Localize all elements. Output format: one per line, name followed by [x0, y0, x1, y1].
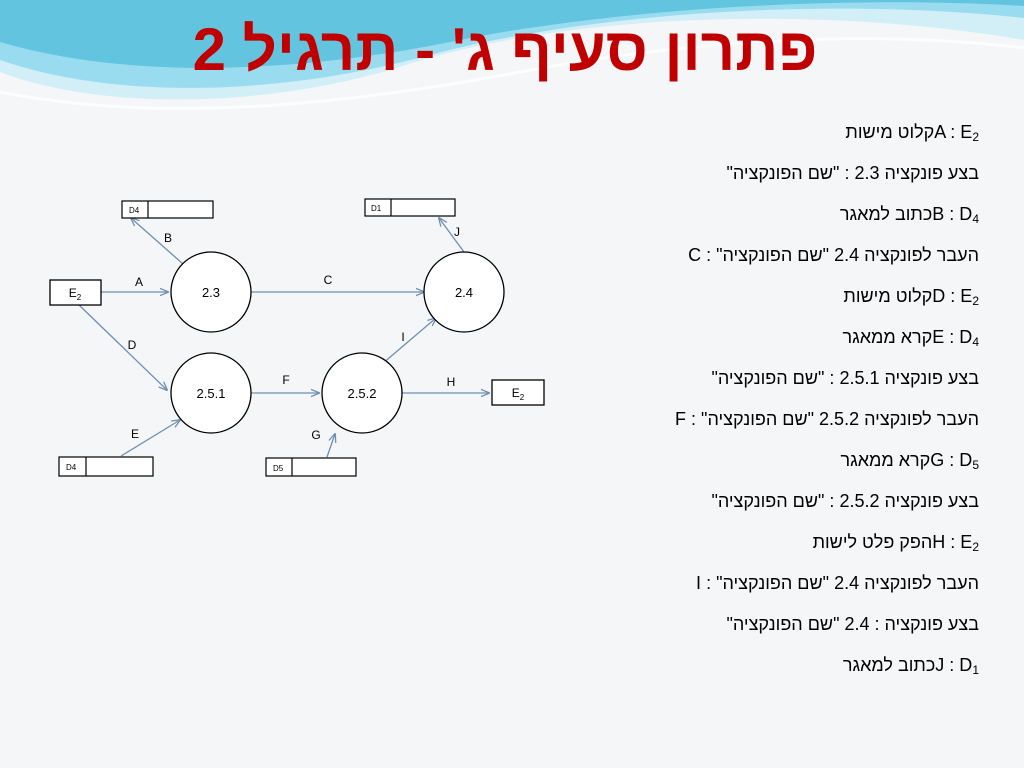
- slide-title: פתרון סעיף ג' - תרגיל 2: [192, 16, 818, 83]
- description-line-func-2-3: בצע פונקציה 2.3 : "שם הפונקציה": [726, 163, 979, 183]
- process-2-4-label: 2.4: [455, 285, 473, 300]
- store-d5-box: [265, 457, 357, 477]
- flow-g-label: G: [311, 428, 320, 442]
- description-line-func-2-5-1: בצע פונקציה 2.5.1 : "שם הפונקציה": [711, 368, 979, 388]
- process-2-4-circle: [423, 251, 505, 333]
- flow-e-label: E: [131, 427, 139, 441]
- description-line-c: העבר לפונקציה 2.4 "שם הפונקציה" : C: [688, 245, 979, 265]
- description-line-b: כתוב למאגר B : D4: [834, 204, 979, 226]
- store-d1-label: D1: [371, 204, 382, 213]
- description-line-func-2-5-2: בצע פונקציה 2.5.2 : "שם הפונקציה": [711, 491, 979, 511]
- process-2-5-1-label: 2.5.1: [197, 386, 226, 401]
- process-2-5-2-circle: [321, 352, 403, 434]
- store-d5-label: D5: [273, 464, 284, 473]
- dfd-diagram: 2.3 2.4 2.5.1 2.5.2 E2 E2 D4 D1 D4 D5 A …: [49, 198, 545, 477]
- flow-d-label: D: [128, 338, 137, 352]
- description-line-j: כתוב למאגר J : D1: [837, 655, 979, 677]
- flow-d-arrow: [78, 304, 167, 390]
- description-line-d: קלוט מישות D : E2: [838, 286, 979, 308]
- description-line-i: העבר לפונקציה 2.4 "שם הפונקציה" : I: [696, 573, 979, 593]
- flow-i-arrow: [381, 318, 436, 365]
- process-2-3-label: 2.3: [202, 285, 220, 300]
- flow-j-arrow: [439, 218, 465, 253]
- flow-b-label: B: [164, 231, 172, 245]
- flow-i-label: I: [401, 330, 404, 344]
- description-line-func-2-4: בצע פונקציה : 2.4 "שם הפונקציה": [726, 614, 979, 634]
- flow-g-arrow: [326, 434, 335, 458]
- store-d4-top-label: D4: [129, 206, 140, 215]
- entity-e2-right-label: E2: [512, 386, 525, 402]
- flow-a-label: A: [135, 275, 143, 289]
- description-line-h: הפק פלט לישות H : E2: [807, 532, 979, 554]
- store-d4-bottom-label: D4: [66, 463, 77, 472]
- flow-e-arrow: [120, 420, 180, 457]
- store-d4-bottom-box: [58, 456, 154, 477]
- process-2-5-1-circle: [170, 352, 252, 434]
- entity-e2-right-box: [491, 379, 545, 406]
- entity-e2-left-box: [49, 279, 102, 306]
- entity-e2-left-label: E2: [69, 286, 82, 302]
- process-2-3-circle: [170, 251, 252, 333]
- store-d4-top-box: [121, 200, 214, 219]
- description-line-f: העבר לפונקציה 2.5.2 "שם הפונקציה" : F: [675, 409, 979, 429]
- flow-f-label: F: [282, 373, 289, 387]
- store-d1-box: [364, 198, 456, 217]
- description-line-e: קרא ממאגר E : D4: [837, 327, 979, 349]
- description-line-g: קרא ממאגר G : D5: [835, 450, 979, 472]
- flow-j-label: J: [454, 225, 460, 239]
- process-2-5-2-label: 2.5.2: [348, 386, 377, 401]
- flow-h-label: H: [447, 375, 456, 389]
- flow-c-label: C: [324, 273, 333, 287]
- description-line-a: קלוט מישות A : E2: [840, 122, 979, 144]
- flow-b-arrow: [131, 218, 184, 265]
